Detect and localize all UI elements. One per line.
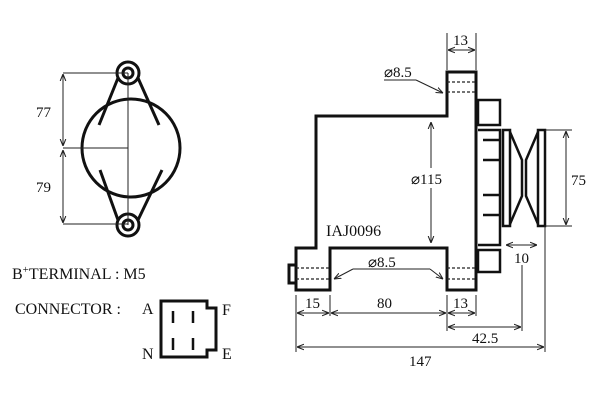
- part-number: IAJ0096: [326, 223, 381, 240]
- pulley: [501, 128, 547, 228]
- pin-e: E: [222, 346, 232, 363]
- bottom-hole-dim: ⌀8.5: [368, 255, 396, 271]
- terminal-spec: B+TERMINAL : M5: [12, 264, 146, 283]
- pulley-width: 10: [514, 251, 529, 267]
- side-view: IAJ0096 13 ⌀8.5 ⌀115 ⌀8.5 75 10 15 80 13…: [287, 33, 586, 370]
- dim-80: 80: [377, 296, 392, 312]
- specs: B+TERMINAL : M5 CONNECTOR : A F N E: [12, 264, 232, 363]
- pin-a: A: [142, 301, 154, 318]
- connector-outline: [159, 299, 218, 359]
- housing-outline: [294, 70, 478, 292]
- terminal-stud: [287, 263, 298, 285]
- dim-15: 15: [305, 296, 320, 312]
- pin-f: F: [222, 302, 231, 319]
- body-diameter: ⌀115: [411, 172, 442, 188]
- flange-width: 13: [453, 33, 468, 49]
- connector-label: CONNECTOR :: [15, 301, 121, 318]
- dim-lower: 79: [36, 180, 51, 196]
- fan: [476, 98, 502, 274]
- top-hole-dim: ⌀8.5: [384, 65, 412, 81]
- pin-n: N: [142, 346, 154, 363]
- pulley-diameter: 75: [571, 173, 586, 189]
- connector-pins: [171, 311, 195, 350]
- front-view: 77 79: [36, 60, 182, 238]
- dim-42-5: 42.5: [472, 331, 498, 347]
- dim-13: 13: [453, 296, 468, 312]
- dim-147: 147: [409, 354, 432, 370]
- dim-upper: 77: [36, 105, 52, 121]
